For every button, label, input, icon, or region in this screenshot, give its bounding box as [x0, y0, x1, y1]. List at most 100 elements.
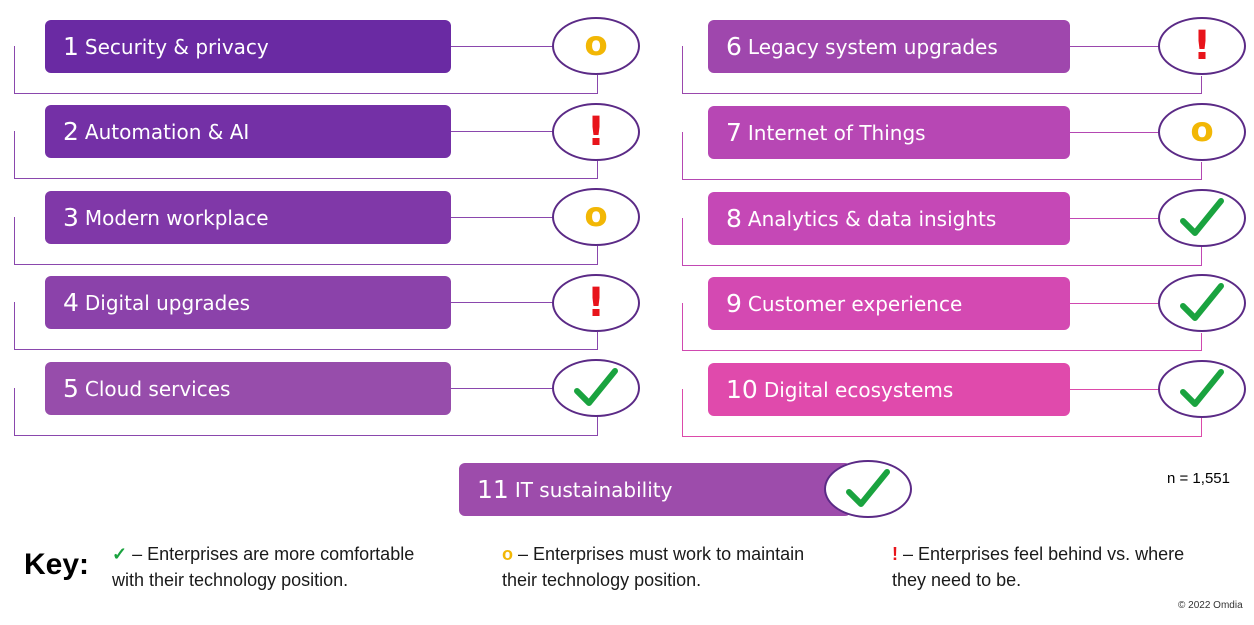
- key-text-line2: they need to be.: [892, 570, 1022, 590]
- item-label: Security & privacy: [84, 34, 269, 59]
- frame-item-3: [14, 217, 598, 265]
- key-title: Key:: [24, 548, 90, 581]
- connector-item-10: [1068, 389, 1160, 390]
- status-circle-item-7: o: [1158, 103, 1246, 161]
- item-number: 5: [63, 374, 79, 403]
- copyright: © 2022 Omdia: [1178, 600, 1243, 611]
- connector-item-8: [1068, 218, 1160, 219]
- connector-item-6: [1068, 46, 1160, 47]
- frame-item-5-right: [14, 416, 598, 436]
- status-circle-item-4: !: [552, 274, 640, 332]
- status-circle-item-10: [1158, 360, 1246, 418]
- frame-item-8: [682, 218, 1202, 266]
- item-number: 11: [477, 475, 509, 504]
- key-text-line2: their technology position.: [502, 570, 702, 590]
- item-label: Digital ecosystems: [763, 377, 954, 402]
- check-icon: [574, 368, 618, 408]
- frame-item-7: [682, 132, 1202, 180]
- item-label: Cloud services: [84, 376, 231, 401]
- item-number: 8: [726, 204, 742, 233]
- exclamation-icon: !: [1192, 23, 1212, 69]
- check-icon: ✓: [112, 544, 128, 564]
- connector-item-5: [450, 388, 554, 389]
- item-label: Internet of Things: [747, 120, 926, 145]
- frame-item-1: [14, 46, 598, 94]
- item-label: Digital upgrades: [84, 290, 251, 315]
- exclamation-icon: !: [586, 280, 606, 326]
- item-label: Analytics & data insights: [747, 206, 997, 231]
- frame-item-8-right: [682, 247, 1202, 266]
- check-icon: [1180, 369, 1224, 409]
- connector-item-2: [450, 131, 554, 132]
- item-number: 4: [63, 288, 79, 317]
- connector-item-3: [450, 217, 554, 218]
- item-number: 6: [726, 32, 742, 61]
- exclamation-icon: !: [586, 109, 606, 155]
- item-label: Customer experience: [747, 291, 963, 316]
- circle-o-icon: o: [584, 195, 608, 235]
- check-icon: [846, 469, 890, 509]
- status-circle-item-6: !: [1158, 17, 1246, 75]
- frame-item-1-right: [14, 75, 598, 94]
- item-number: 7: [726, 118, 742, 147]
- item-label: Legacy system upgrades: [747, 34, 998, 59]
- check-icon: [1180, 198, 1224, 238]
- frame-item-10-right: [682, 418, 1202, 437]
- status-circle-item-5: [552, 359, 640, 417]
- key-item-behind: ! – Enterprises feel behind vs. where th…: [892, 541, 1184, 593]
- key-text-line1: – Enterprises must work to maintain: [513, 544, 805, 564]
- frame-item-3-right: [14, 246, 598, 265]
- frame-item-6-right: [682, 76, 1202, 94]
- item-label: Automation & AI: [84, 119, 250, 144]
- connector-item-4: [450, 302, 554, 303]
- key-item-maintain: o – Enterprises must work to maintain th…: [502, 541, 804, 593]
- frame-item-9: [682, 303, 1202, 351]
- item-number: 2: [63, 117, 79, 146]
- connector-item-1: [450, 46, 554, 47]
- key-text-line1: – Enterprises are more comfortable: [127, 544, 415, 564]
- item-number: 9: [726, 289, 742, 318]
- status-circle-item-11: [824, 460, 912, 518]
- frame-item-10: [682, 389, 1202, 437]
- item-label: IT sustainability: [514, 477, 673, 502]
- circle-o-icon: o: [1190, 110, 1214, 150]
- frame-item-2-right: [14, 161, 598, 179]
- exclamation-icon: !: [892, 544, 898, 564]
- status-circle-item-3: o: [552, 188, 640, 246]
- frame-item-2: [14, 131, 598, 179]
- circle-o-icon: o: [584, 24, 608, 64]
- key-item-comfortable: ✓ – Enterprises are more comfortable wit…: [112, 541, 414, 593]
- item-number: 3: [63, 203, 79, 232]
- frame-item-4: [14, 302, 598, 350]
- check-icon: [1180, 283, 1224, 323]
- status-circle-item-1: o: [552, 17, 640, 75]
- frame-item-4-right: [14, 332, 598, 350]
- item-label: Modern workplace: [84, 205, 269, 230]
- connector-item-7: [1068, 132, 1160, 133]
- connector-item-9: [1068, 303, 1160, 304]
- key-text-line2: with their technology position.: [112, 570, 349, 590]
- item-number: 1: [63, 32, 79, 61]
- frame-item-7-right: [682, 162, 1202, 180]
- sample-size: n = 1,551: [1167, 470, 1230, 487]
- status-circle-item-2: !: [552, 103, 640, 161]
- frame-item-6: [682, 46, 1202, 94]
- frame-item-5: [14, 388, 598, 436]
- item-number: 10: [726, 375, 758, 404]
- status-circle-item-9: [1158, 274, 1246, 332]
- status-circle-item-8: [1158, 189, 1246, 247]
- key-text-line1: – Enterprises feel behind vs. where: [898, 544, 1185, 564]
- frame-item-9-right: [682, 333, 1202, 351]
- circle-o-icon: o: [502, 544, 513, 564]
